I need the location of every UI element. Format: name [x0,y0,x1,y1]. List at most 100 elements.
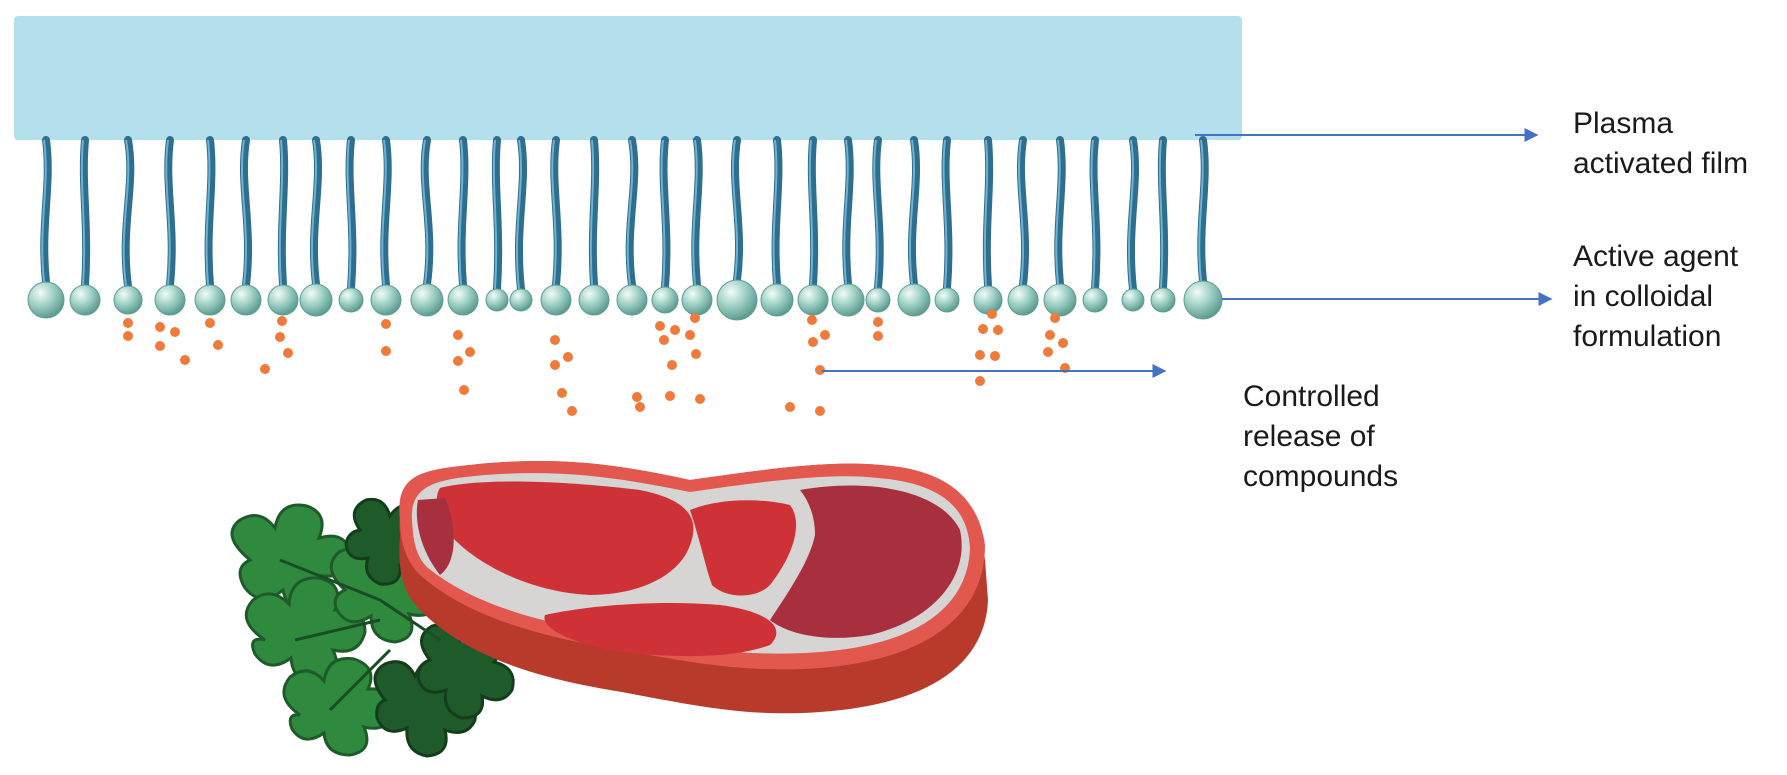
hydrophobic-tail [309,136,323,288]
hydrophobic-tail [164,136,176,289]
hydrophobic-tail [1126,136,1140,293]
tail-highlight [1055,139,1061,285]
hydrophobic-tail [40,136,52,286]
hydrophobic-tail [1054,136,1066,288]
surfactant-molecule-icon [831,136,865,317]
label-active-agent: Active agent in colloidal formulation [1573,237,1738,357]
tail-highlight [908,139,916,285]
surfactant-molecule-icon [509,136,533,312]
droplet-icon [260,364,270,374]
droplet-icon [381,346,391,356]
hydrophilic-head [113,285,143,315]
tail-highlight [808,139,814,286]
hydrophobic-tail [1197,136,1209,285]
droplet-icon [123,318,133,328]
hydrophilic-head [1183,280,1223,320]
surfactant-molecule-icon [897,136,931,317]
droplet-icon [567,406,577,416]
tail-highlight [942,139,948,289]
droplet-icon [975,350,985,360]
hydrophobic-tail [239,136,253,289]
hydrophilic-head [194,284,226,316]
droplet-icon [690,313,700,323]
tail-highlight [421,139,429,285]
droplet-icon [283,348,293,358]
surfactant-molecule-icon [1121,136,1145,312]
label-release-line3: compounds [1243,460,1399,493]
droplet-icon [987,309,997,319]
hydrophilic-head [681,284,713,316]
hydrophilic-head [1007,284,1039,316]
tail-highlight [1090,139,1096,289]
droplet-icon [873,331,883,341]
released-compounds [123,309,1070,416]
hydrophobic-tail [1016,136,1030,289]
droplet-icon [563,352,573,362]
hydrophilic-head [897,283,931,317]
droplet-icon [808,337,818,347]
label-agent-line1: Active agent [1573,240,1739,273]
surfactant-molecule-icon [338,136,364,313]
droplet-icon [632,392,642,402]
hydrophobic-tail [1157,136,1169,292]
tail-highlight [346,139,352,289]
droplet-icon [170,327,180,337]
droplet-icon [1043,347,1053,357]
hydrophilic-head [797,284,829,316]
label-release-line2: release of [1243,420,1375,453]
label-agent-line2: in colloidal [1573,280,1714,313]
tail-highlight [843,139,849,285]
surfactant-molecule-icon [299,136,333,317]
hydrophobic-tail [121,136,135,290]
hydrophilic-head [934,287,960,313]
hydrophilic-head [154,284,186,316]
hydrophilic-head [370,284,402,316]
hydrophilic-head [1043,283,1077,317]
hydrophilic-head [1121,288,1145,312]
tail-highlight [278,139,284,286]
hydrophilic-head [651,286,679,314]
tail-highlight [551,139,557,286]
droplet-icon [655,321,665,331]
hydrophobic-tail [941,136,953,292]
surfactant-molecule-icon [230,136,262,316]
hydrophobic-tail [380,136,392,289]
hydrophilic-head [509,288,533,312]
surfactant-molecule-icon [578,136,610,316]
surfactant-molecule-icon [934,136,960,313]
droplet-icon [459,385,469,395]
hydrophobic-tail [457,136,469,289]
hydrophobic-tail [79,136,91,289]
hydrophilic-head [616,284,648,316]
surfactant-molecule-icon [485,136,509,312]
hydrophobic-tail [1089,136,1101,292]
droplet-icon [873,317,883,327]
droplet-icon [180,355,190,365]
hydrophilic-head [1150,287,1176,313]
surfactant-layer [27,136,1223,321]
tail-highlight [515,139,523,290]
droplet-icon [155,341,165,351]
droplet-icon [381,319,391,329]
tail-highlight [983,139,989,287]
surfactant-molecule-icon [865,136,891,313]
hydrophobic-tail [204,136,216,289]
hydrophobic-tail [771,136,783,288]
hydrophobic-tail [659,136,671,291]
tail-highlight [772,139,778,285]
droplet-icon [550,360,560,370]
surfactant-molecule-icon [540,136,572,316]
surfactant-molecule-icon [616,136,648,316]
droplet-icon [635,402,645,412]
droplet-icon [453,356,463,366]
hydrophobic-tail [691,136,703,289]
hydrophilic-head [267,284,299,316]
hydrophobic-tail [982,136,994,290]
hydrophilic-head [230,284,262,316]
label-agent-line3: formulation [1573,320,1722,353]
tail-highlight [1198,139,1204,282]
hydrophilic-head [299,283,333,317]
hydrophilic-head [760,283,794,317]
hydrophobic-tail [588,136,600,289]
surfactant-molecule-icon [681,136,713,316]
